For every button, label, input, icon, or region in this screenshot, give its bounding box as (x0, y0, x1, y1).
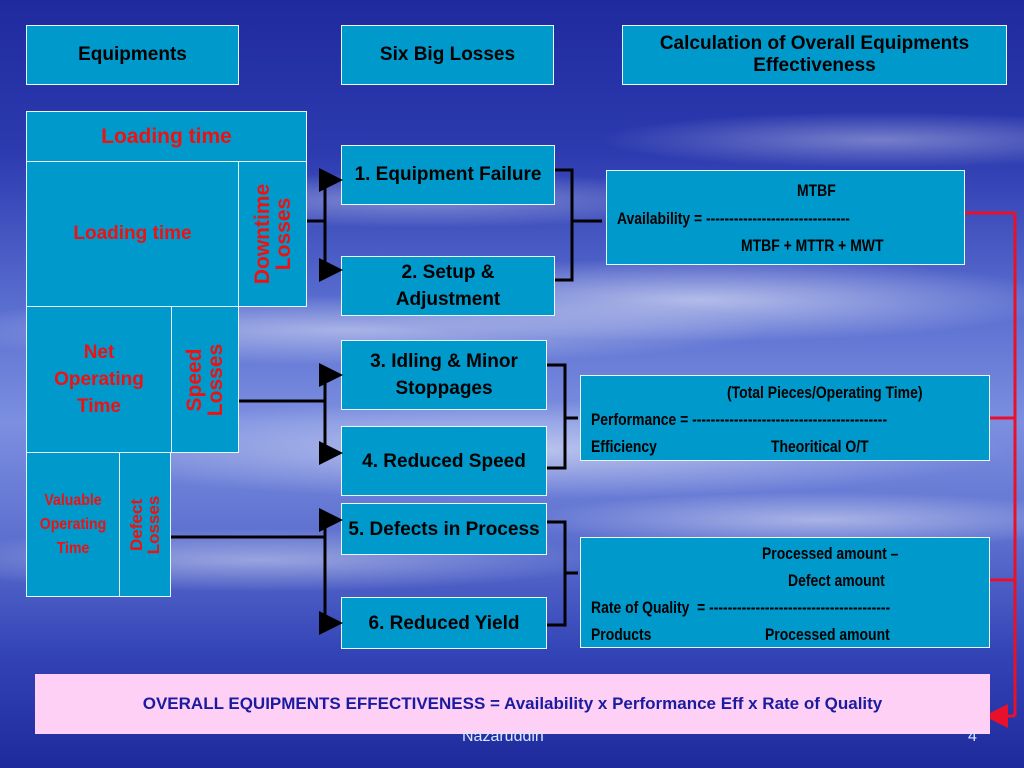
loss-label-6: 6. Reduced Yield (368, 612, 520, 634)
loss-label-1: 1. Equipment Failure (354, 164, 542, 185)
defect-losses-cell: Defect Losses (119, 452, 171, 597)
performance-lhs: Performance = --------------------------… (591, 410, 888, 429)
quality-numerator-1: Processed amount – (762, 544, 899, 563)
quality-lhs-products: Products (591, 625, 652, 644)
bracket-quality (547, 520, 578, 627)
speed-connector (239, 375, 327, 453)
loss-setup-adjustment: 2. Setup & Adjustment (341, 256, 555, 316)
performance-denominator: Theoritical O/T (771, 437, 869, 456)
bracket-performance (547, 363, 578, 470)
quality-numerator-2: Defect amount (788, 571, 885, 590)
availability-numerator: MTBF (797, 181, 836, 200)
valuable-operating-time-cell: Valuable Operating Time (26, 452, 120, 597)
six-big-losses-header: Six Big Losses (341, 25, 554, 85)
six-big-losses-header-label: Six Big Losses (379, 44, 516, 65)
performance-formula: (Total Pieces/Operating Time) Performanc… (580, 375, 990, 461)
loss-label-2: 2. Setup & Adjustment (395, 262, 501, 310)
availability-formula: MTBF Availability = --------------------… (606, 170, 965, 265)
bracket-availability (555, 168, 602, 282)
valuable-operating-time-label: Valuable Operating Time (39, 491, 107, 557)
loss-label-4: 4. Reduced Speed (362, 450, 526, 472)
downtime-losses-cell: Downtime Losses (238, 161, 307, 307)
loss-reduced-yield: 6. Reduced Yield (341, 597, 547, 649)
loading-time-label: Loading time (73, 223, 192, 244)
loading-time-cell: Loading time (26, 161, 239, 307)
loading-time-top-label: Loading time (101, 124, 232, 148)
loss-equipment-failure: 1. Equipment Failure (341, 145, 555, 205)
net-operating-time-label: Net Operating Time (54, 342, 144, 417)
performance-numerator: (Total Pieces/Operating Time) (727, 383, 923, 402)
quality-lhs: Rate of Quality = ----------------------… (591, 598, 891, 617)
performance-lhs-efficiency: Efficiency (591, 437, 657, 456)
equipments-header-label: Equipments (78, 44, 187, 65)
loading-time-top: Loading time (26, 111, 307, 162)
quality-denominator: Processed amount (765, 625, 890, 644)
availability-lhs: Availability = -------------------------… (617, 209, 850, 228)
loss-label-3: 3. Idling & Minor Stoppages (370, 351, 518, 399)
calculation-header: Calculation of Overall Equipments Effect… (622, 25, 1007, 85)
loss-idling-minor-stoppages: 3. Idling & Minor Stoppages (341, 340, 547, 410)
calculation-header-label: Calculation of Overall Equipments Effect… (659, 33, 970, 76)
footer-page-number: 4 (968, 728, 977, 745)
defect-connector (171, 520, 327, 623)
oee-formula-bar: OVERALL EQUIPMENTS EFFECTIVENESS = Avail… (35, 674, 990, 734)
availability-denominator: MTBF + MTTR + MWT (741, 236, 884, 255)
loss-reduced-speed: 4. Reduced Speed (341, 426, 547, 496)
loss-label-5: 5. Defects in Process (348, 518, 540, 540)
footer-author: Nazaruddin (462, 728, 544, 745)
net-operating-time-cell: Net Operating Time (26, 306, 172, 453)
speed-losses-cell: Speed Losses (171, 306, 239, 453)
oee-formula-text: OVERALL EQUIPMENTS EFFECTIVENESS = Avail… (142, 694, 883, 713)
equipments-header: Equipments (26, 25, 239, 85)
downtime-connector (307, 180, 327, 270)
quality-formula: Processed amount – Defect amount Rate of… (580, 537, 990, 648)
